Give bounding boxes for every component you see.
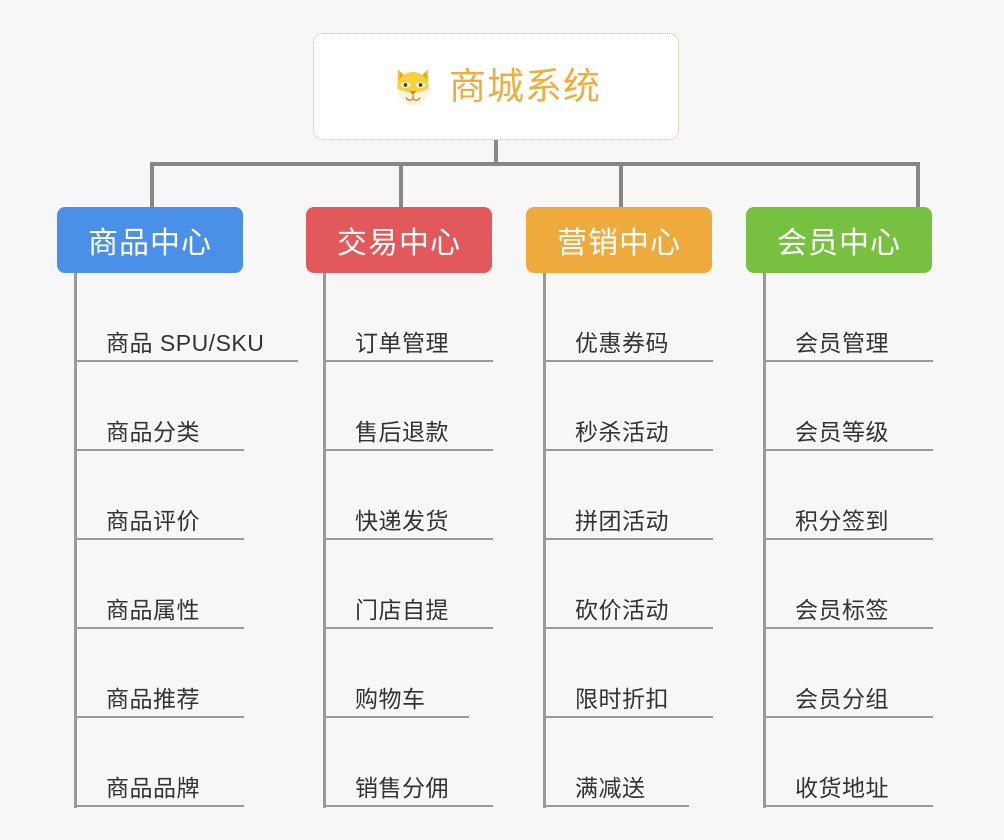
list-item-label: 商品 SPU/SKU — [106, 329, 265, 356]
list-item[interactable]: 会员管理 — [763, 273, 933, 362]
list-item-label: 优惠券码 — [575, 329, 669, 356]
list-item[interactable]: 售后退款 — [323, 362, 493, 451]
list-item[interactable]: 积分签到 — [763, 451, 933, 540]
list-item-label: 商品分类 — [106, 418, 200, 445]
shiba-dog-icon — [397, 68, 429, 105]
branch-header-member[interactable]: 会员中心 — [746, 207, 932, 273]
list-item-label: 门店自提 — [355, 596, 449, 623]
root-node[interactable]: 商城系统 — [313, 33, 679, 140]
root-title: 商城系统 — [449, 66, 601, 107]
branch-spine-trade — [323, 273, 326, 808]
list-item-label: 积分签到 — [795, 507, 889, 534]
connector-root-stem — [494, 140, 498, 165]
connector-horizontal-bus — [150, 162, 920, 166]
list-item-label: 商品评价 — [106, 507, 200, 534]
list-item[interactable]: 优惠券码 — [543, 273, 713, 362]
list-item[interactable]: 会员分组 — [763, 629, 933, 718]
list-item[interactable]: 商品评价 — [74, 451, 244, 540]
list-item[interactable]: 拼团活动 — [543, 451, 713, 540]
list-item-label: 商品品牌 — [106, 774, 200, 801]
branch-items-member: 会员管理 会员等级 积分签到 会员标签 会员分组 收货地址 — [763, 273, 933, 807]
branch-items-product: 商品 SPU/SKU 商品分类 商品评价 商品属性 商品推荐 商品品牌 — [74, 273, 298, 807]
branch-spine-member — [763, 273, 766, 808]
branch-header-trade[interactable]: 交易中心 — [306, 207, 492, 273]
list-item-label: 会员标签 — [795, 596, 889, 623]
list-item-label: 限时折扣 — [575, 685, 669, 712]
connector-drop-3 — [619, 162, 623, 209]
list-item[interactable]: 门店自提 — [323, 540, 493, 629]
list-item-label: 销售分佣 — [355, 774, 449, 801]
list-item[interactable]: 商品品牌 — [74, 718, 244, 807]
list-item[interactable]: 会员标签 — [763, 540, 933, 629]
list-item-label: 拼团活动 — [575, 507, 669, 534]
list-item-label: 订单管理 — [355, 329, 449, 356]
list-item[interactable]: 秒杀活动 — [543, 362, 713, 451]
list-item-label: 售后退款 — [355, 418, 449, 445]
list-item[interactable]: 商品推荐 — [74, 629, 244, 718]
list-item-label: 快递发货 — [355, 507, 449, 534]
connector-drop-2 — [399, 162, 403, 209]
branch-header-label: 营销中心 — [557, 227, 681, 260]
branch-header-product[interactable]: 商品中心 — [57, 207, 243, 273]
list-item-label: 砍价活动 — [575, 596, 669, 623]
list-item-label: 满减送 — [575, 774, 646, 801]
list-item-label: 会员分组 — [795, 685, 889, 712]
connector-drop-1 — [150, 162, 154, 209]
list-item[interactable]: 商品 SPU/SKU — [74, 273, 298, 362]
branch-header-label: 商品中心 — [88, 227, 212, 260]
list-item[interactable]: 销售分佣 — [323, 718, 493, 807]
branch-spine-marketing — [543, 273, 546, 808]
connector-drop-4 — [916, 162, 920, 209]
list-item-label: 秒杀活动 — [575, 418, 669, 445]
list-item-label: 商品属性 — [106, 596, 200, 623]
list-item-label: 收货地址 — [795, 774, 889, 801]
list-item[interactable]: 购物车 — [323, 629, 469, 718]
branch-header-label: 交易中心 — [337, 227, 461, 260]
list-item[interactable]: 收货地址 — [763, 718, 933, 807]
list-item-label: 商品推荐 — [106, 685, 200, 712]
list-item-label: 会员管理 — [795, 329, 889, 356]
list-item[interactable]: 满减送 — [543, 718, 689, 807]
list-item[interactable]: 订单管理 — [323, 273, 493, 362]
branch-header-marketing[interactable]: 营销中心 — [526, 207, 712, 273]
branch-header-label: 会员中心 — [777, 227, 901, 260]
list-item-label: 购物车 — [355, 685, 426, 712]
branch-spine-product — [74, 273, 77, 808]
list-item[interactable]: 限时折扣 — [543, 629, 713, 718]
branch-items-trade: 订单管理 售后退款 快递发货 门店自提 购物车 销售分佣 — [323, 273, 493, 807]
list-item[interactable]: 会员等级 — [763, 362, 933, 451]
list-item[interactable]: 快递发货 — [323, 451, 493, 540]
branch-items-marketing: 优惠券码 秒杀活动 拼团活动 砍价活动 限时折扣 满减送 — [543, 273, 713, 807]
list-item[interactable]: 商品分类 — [74, 362, 244, 451]
list-item-label: 会员等级 — [795, 418, 889, 445]
list-item[interactable]: 商品属性 — [74, 540, 244, 629]
list-item[interactable]: 砍价活动 — [543, 540, 713, 629]
